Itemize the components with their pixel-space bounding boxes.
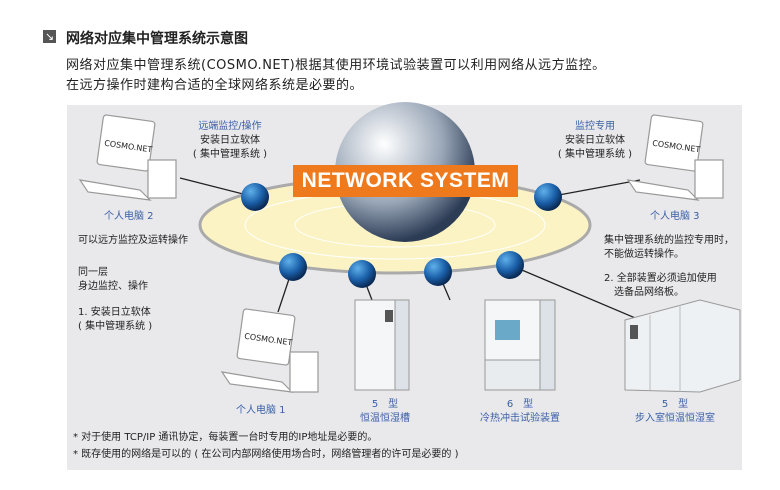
- pc2-description: 可以远方监控及运转操作: [78, 235, 188, 246]
- pc2-label: 个人电脑 2: [104, 211, 154, 222]
- pc3-description: 集中管理系统的监控专用时， 不能做运转操作。 2. 全部装置必须追加使用 选备品…: [604, 235, 734, 298]
- device-2-chamber-icon: [484, 299, 556, 391]
- intro-line-2: 在远方操作时建构合适的全球网络系统是必要的。: [66, 78, 364, 93]
- intro-line-1: 网络对应集中管理系统(COSMO.NET)根据其使用环境试验装置可以利用网络从远…: [66, 58, 606, 73]
- intro-text: 网络对应集中管理系统(COSMO.NET)根据其使用环境试验装置可以利用网络从远…: [66, 56, 606, 96]
- pc1-label: 个人电脑 1: [236, 405, 286, 416]
- arrow-down-right-icon: ↘: [43, 30, 56, 43]
- pc2-computer-icon: [78, 114, 177, 201]
- link-device-3: [509, 264, 641, 321]
- pc3-label: 个人电脑 3: [650, 211, 700, 222]
- device-1-label: 5 型 恒温恒湿槽: [360, 399, 410, 424]
- globe-node-icon: [496, 251, 524, 279]
- footnote-1: * 对于使用 TCP/IP 通讯协定，每装置一台时专用的IP地址是必要的。: [73, 432, 378, 443]
- device-3-label: 5 型 步入室恒温恒湿室: [635, 399, 715, 424]
- pc3-info: 监控专用 安装日立软体 ( 集中管理系统 ): [557, 121, 633, 160]
- globe-node-icon: [279, 253, 307, 281]
- pc1-computer-icon: [220, 308, 319, 393]
- footnote-2: * 既存使用的网络是可以的 ( 在公司内部网络使用场合时，网络管理者的许可是必要…: [73, 449, 459, 460]
- page-title: 网络对应集中管理系统示意图: [66, 31, 248, 47]
- link-pc3: [547, 179, 641, 198]
- globe-node-icon: [534, 183, 562, 211]
- globe-node-icon: [241, 183, 269, 211]
- network-nodes: [241, 183, 562, 288]
- device-3-walkin-chamber-icon: [624, 299, 741, 393]
- network-system-banner: NETWORK SYSTEM: [293, 165, 518, 197]
- globe-node-icon: [348, 260, 376, 288]
- pc2-info: 远端监控/操作 安装日立软体 ( 集中管理系统 ): [192, 121, 268, 160]
- device-2-label: 6 型 冷热冲击试验装置: [480, 399, 560, 424]
- device-1-chamber-icon: [354, 299, 410, 391]
- globe-node-icon: [424, 258, 452, 286]
- pc3-computer-icon: [626, 114, 724, 201]
- pc1-notes: 同一层 身边监控、操作 1. 安装日立软体 ( 集中管理系统 ): [78, 267, 153, 332]
